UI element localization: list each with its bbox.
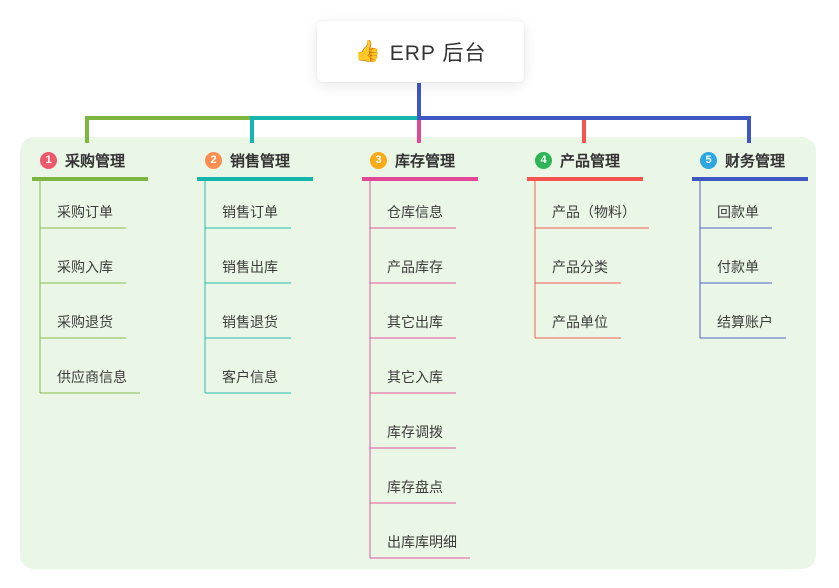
branch-node-label: 销售管理	[230, 152, 291, 170]
connector-line	[85, 116, 252, 143]
branch-node-1[interactable]: 1 采购管理	[40, 148, 125, 172]
root-node-erp[interactable]: 👍 ERP 后台	[317, 21, 524, 82]
child-node-3-5[interactable]: 库存调拨	[387, 424, 443, 440]
connector-line	[417, 83, 751, 143]
child-node-2-1[interactable]: 销售订单	[222, 204, 278, 220]
child-node-5-2[interactable]: 付款单	[717, 259, 759, 275]
branch-number-badge: 4	[535, 151, 552, 169]
branch-node-label: 产品管理	[560, 152, 621, 170]
branch-number-badge: 3	[370, 151, 387, 169]
branch-node-2[interactable]: 2 销售管理	[205, 148, 290, 172]
child-node-1-2[interactable]: 采购入库	[57, 259, 113, 275]
child-node-3-7[interactable]: 出库库明细	[387, 534, 457, 550]
child-node-4-3[interactable]: 产品单位	[552, 314, 608, 330]
child-node-4-2[interactable]: 产品分类	[552, 259, 608, 275]
child-node-2-2[interactable]: 销售出库	[222, 259, 278, 275]
branch-number-badge: 5	[700, 151, 717, 169]
child-node-4-1[interactable]: 产品（物料）	[552, 204, 636, 220]
branch-number-badge: 1	[40, 151, 57, 169]
branches-background-panel	[20, 137, 816, 569]
child-node-3-4[interactable]: 其它入库	[387, 369, 443, 385]
child-node-1-1[interactable]: 采购订单	[57, 204, 113, 220]
branch-node-label: 库存管理	[395, 152, 456, 170]
child-node-5-1[interactable]: 回款单	[717, 204, 759, 220]
child-node-1-4[interactable]: 供应商信息	[57, 369, 127, 385]
child-node-3-3[interactable]: 其它出库	[387, 314, 443, 330]
connector-line	[250, 116, 419, 143]
child-node-2-4[interactable]: 客户信息	[222, 369, 278, 385]
branch-number-badge: 2	[205, 151, 222, 169]
branch-node-5[interactable]: 5 财务管理	[700, 148, 785, 172]
child-node-3-6[interactable]: 库存盘点	[387, 479, 443, 495]
child-node-5-3[interactable]: 结算账户	[717, 314, 773, 330]
child-node-2-3[interactable]: 销售退货	[222, 314, 278, 330]
branch-node-label: 财务管理	[725, 152, 786, 170]
root-node-label: ERP 后台	[389, 41, 487, 65]
child-node-3-1[interactable]: 仓库信息	[387, 204, 443, 220]
child-node-3-2[interactable]: 产品库存	[387, 259, 443, 275]
thumbs-up-icon: 👍	[354, 40, 381, 63]
branch-node-3[interactable]: 3 库存管理	[370, 148, 455, 172]
child-node-1-3[interactable]: 采购退货	[57, 314, 113, 330]
branch-node-label: 采购管理	[65, 152, 126, 170]
branch-node-4[interactable]: 4 产品管理	[535, 148, 620, 172]
